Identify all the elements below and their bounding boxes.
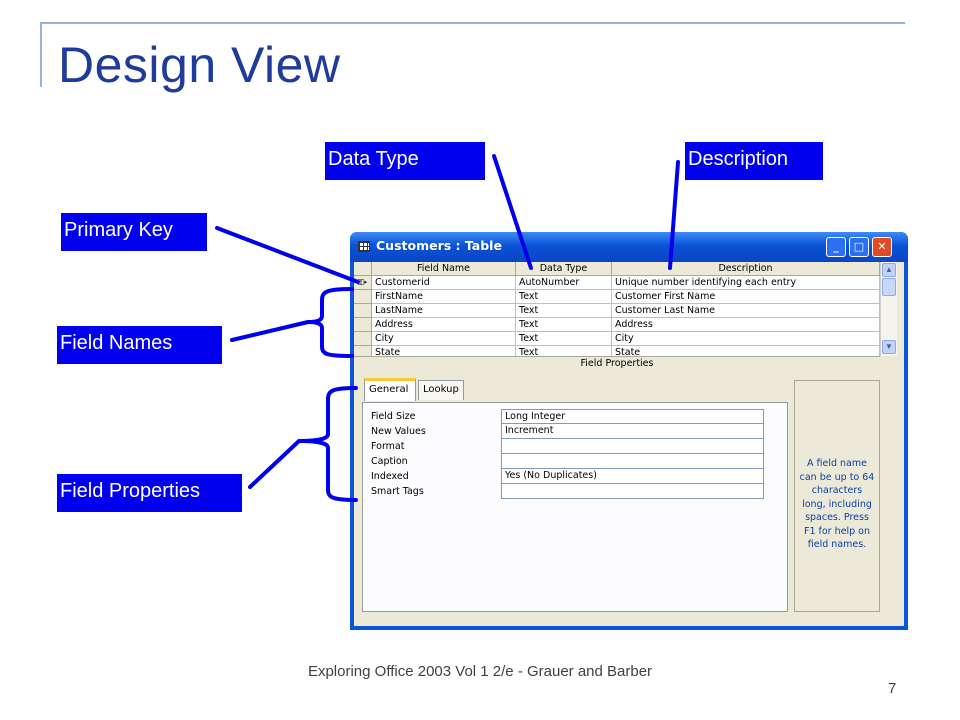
window-title: Customers : Table — [376, 238, 502, 253]
callout-primary-key: Primary Key — [61, 213, 207, 251]
row-selector[interactable] — [354, 346, 372, 356]
row-selector[interactable] — [354, 318, 372, 332]
window-client-area: Field Name Data Type Description ⚿▸ Custo… — [354, 262, 904, 626]
column-header-data-type[interactable]: Data Type — [516, 262, 612, 276]
close-button[interactable]: ✕ — [872, 237, 892, 257]
slide-corner-horizontal-line — [40, 22, 905, 24]
page-number: 7 — [888, 680, 897, 697]
data-type-pointer-line — [492, 154, 533, 270]
callout-description: Description — [685, 142, 823, 180]
property-label: Field Size — [371, 411, 416, 422]
field-name-cell[interactable]: LastName — [372, 304, 516, 318]
primary-key-icon: ⚿▸ — [357, 278, 368, 287]
scroll-thumb[interactable] — [882, 278, 896, 296]
property-label: Smart Tags — [371, 486, 424, 497]
table-icon — [358, 241, 370, 252]
field-properties-label: Field Properties — [354, 356, 880, 370]
field-names-pointer-line — [230, 320, 310, 342]
tab-general[interactable]: General — [364, 378, 416, 401]
window-titlebar[interactable]: Customers : Table _ □ ✕ — [350, 232, 908, 262]
scroll-up-icon[interactable]: ▲ — [882, 263, 896, 277]
data-type-cell[interactable]: Text — [516, 304, 612, 318]
property-label: Format — [371, 441, 405, 452]
row-selector[interactable] — [354, 304, 372, 318]
data-type-cell[interactable]: Text — [516, 346, 612, 356]
grid-vertical-scrollbar[interactable]: ▲ ▼ — [880, 262, 897, 356]
data-type-cell[interactable]: Text — [516, 332, 612, 346]
maximize-button[interactable]: □ — [849, 237, 869, 257]
tab-lookup[interactable]: Lookup — [418, 380, 464, 400]
field-grid: Field Name Data Type Description ⚿▸ Custo… — [354, 262, 880, 356]
field-properties-pointer-line — [248, 439, 301, 489]
data-type-cell[interactable]: Text — [516, 318, 612, 332]
field-name-cell[interactable]: State — [372, 346, 516, 356]
row-selector[interactable] — [354, 290, 372, 304]
property-value-field[interactable] — [501, 439, 764, 454]
description-cell[interactable]: State — [612, 346, 880, 356]
description-cell[interactable]: Address — [612, 318, 880, 332]
callout-field-names: Field Names — [57, 326, 222, 364]
primary-key-pointer-line — [215, 226, 360, 284]
data-type-cell[interactable]: Text — [516, 290, 612, 304]
field-names-brace — [307, 287, 354, 358]
grid-corner — [354, 262, 372, 276]
description-cell[interactable]: Customer First Name — [612, 290, 880, 304]
field-properties-brace — [299, 386, 358, 502]
callout-data-type: Data Type — [325, 142, 485, 180]
property-label: New Values — [371, 426, 426, 437]
minimize-button[interactable]: _ — [826, 237, 846, 257]
property-value-field[interactable]: Yes (No Duplicates) — [501, 469, 764, 484]
field-name-cell[interactable]: City — [372, 332, 516, 346]
description-cell[interactable]: Unique number identifying each entry — [612, 276, 880, 290]
field-name-cell[interactable]: Address — [372, 318, 516, 332]
description-cell[interactable]: Customer Last Name — [612, 304, 880, 318]
property-value-field[interactable] — [501, 484, 764, 499]
callout-field-properties: Field Properties — [57, 474, 242, 512]
slide-title: Design View — [58, 37, 341, 93]
property-value-field[interactable] — [501, 454, 764, 469]
field-name-cell[interactable]: FirstName — [372, 290, 516, 304]
column-header-description[interactable]: Description — [612, 262, 880, 276]
property-value-field[interactable]: Long Integer — [501, 409, 764, 424]
description-cell[interactable]: City — [612, 332, 880, 346]
slide-footer: Exploring Office 2003 Vol 1 2/e - Grauer… — [307, 663, 653, 680]
property-value-field[interactable]: Increment — [501, 424, 764, 439]
column-header-field-name[interactable]: Field Name — [372, 262, 516, 276]
description-pointer-line — [668, 160, 680, 270]
customers-table-window: Customers : Table _ □ ✕ Field Name Data … — [350, 232, 908, 630]
field-help-text: A field name can be up to 64 characters … — [794, 380, 880, 612]
slide-corner-vertical-line — [40, 22, 42, 87]
property-label: Indexed — [371, 471, 409, 482]
data-type-cell[interactable]: AutoNumber — [516, 276, 612, 290]
row-selector[interactable]: ⚿▸ — [354, 276, 372, 290]
scroll-down-icon[interactable]: ▼ — [882, 340, 896, 354]
property-label: Caption — [371, 456, 408, 467]
row-selector[interactable] — [354, 332, 372, 346]
field-name-cell[interactable]: Customerid — [372, 276, 516, 290]
